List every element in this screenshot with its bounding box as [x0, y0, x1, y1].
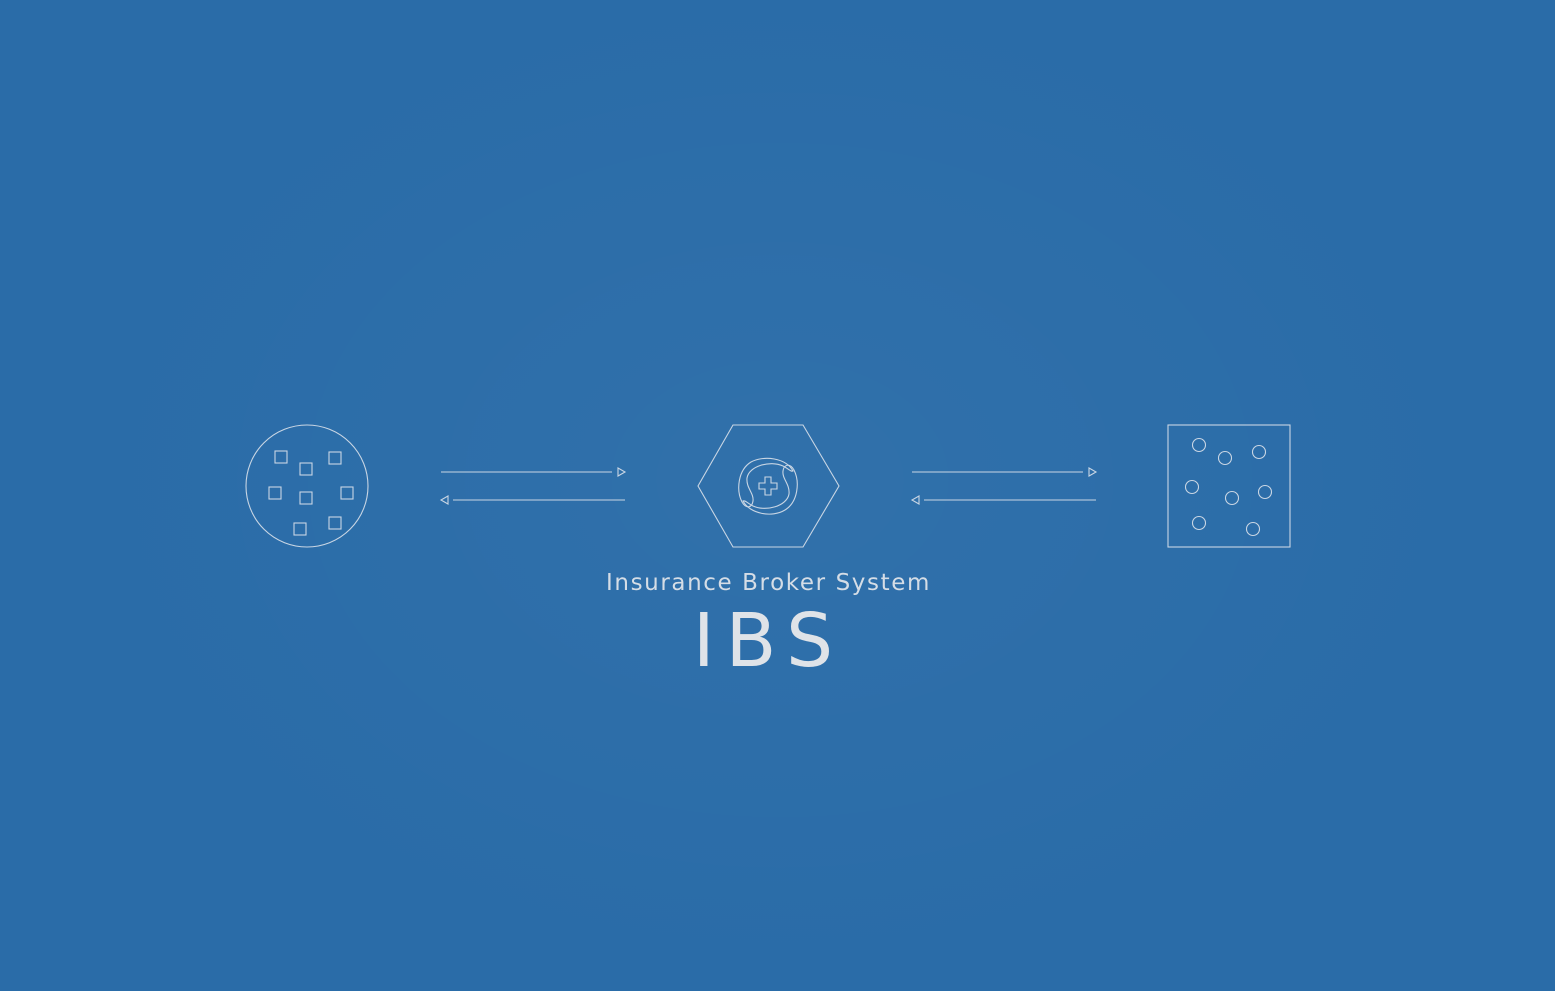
- hexagon-sync-plus-icon: [697, 424, 840, 548]
- square-with-circles-icon: [1167, 424, 1291, 548]
- app-subtitle: Insurance Broker System: [606, 570, 931, 596]
- app-title: IBS: [692, 598, 845, 684]
- circle-with-squares-icon: [245, 424, 369, 548]
- arrow-left-icon: [910, 495, 1096, 505]
- arrow-right-icon: [912, 467, 1098, 477]
- arrow-left-icon: [439, 495, 625, 505]
- arrow-right-icon: [441, 467, 627, 477]
